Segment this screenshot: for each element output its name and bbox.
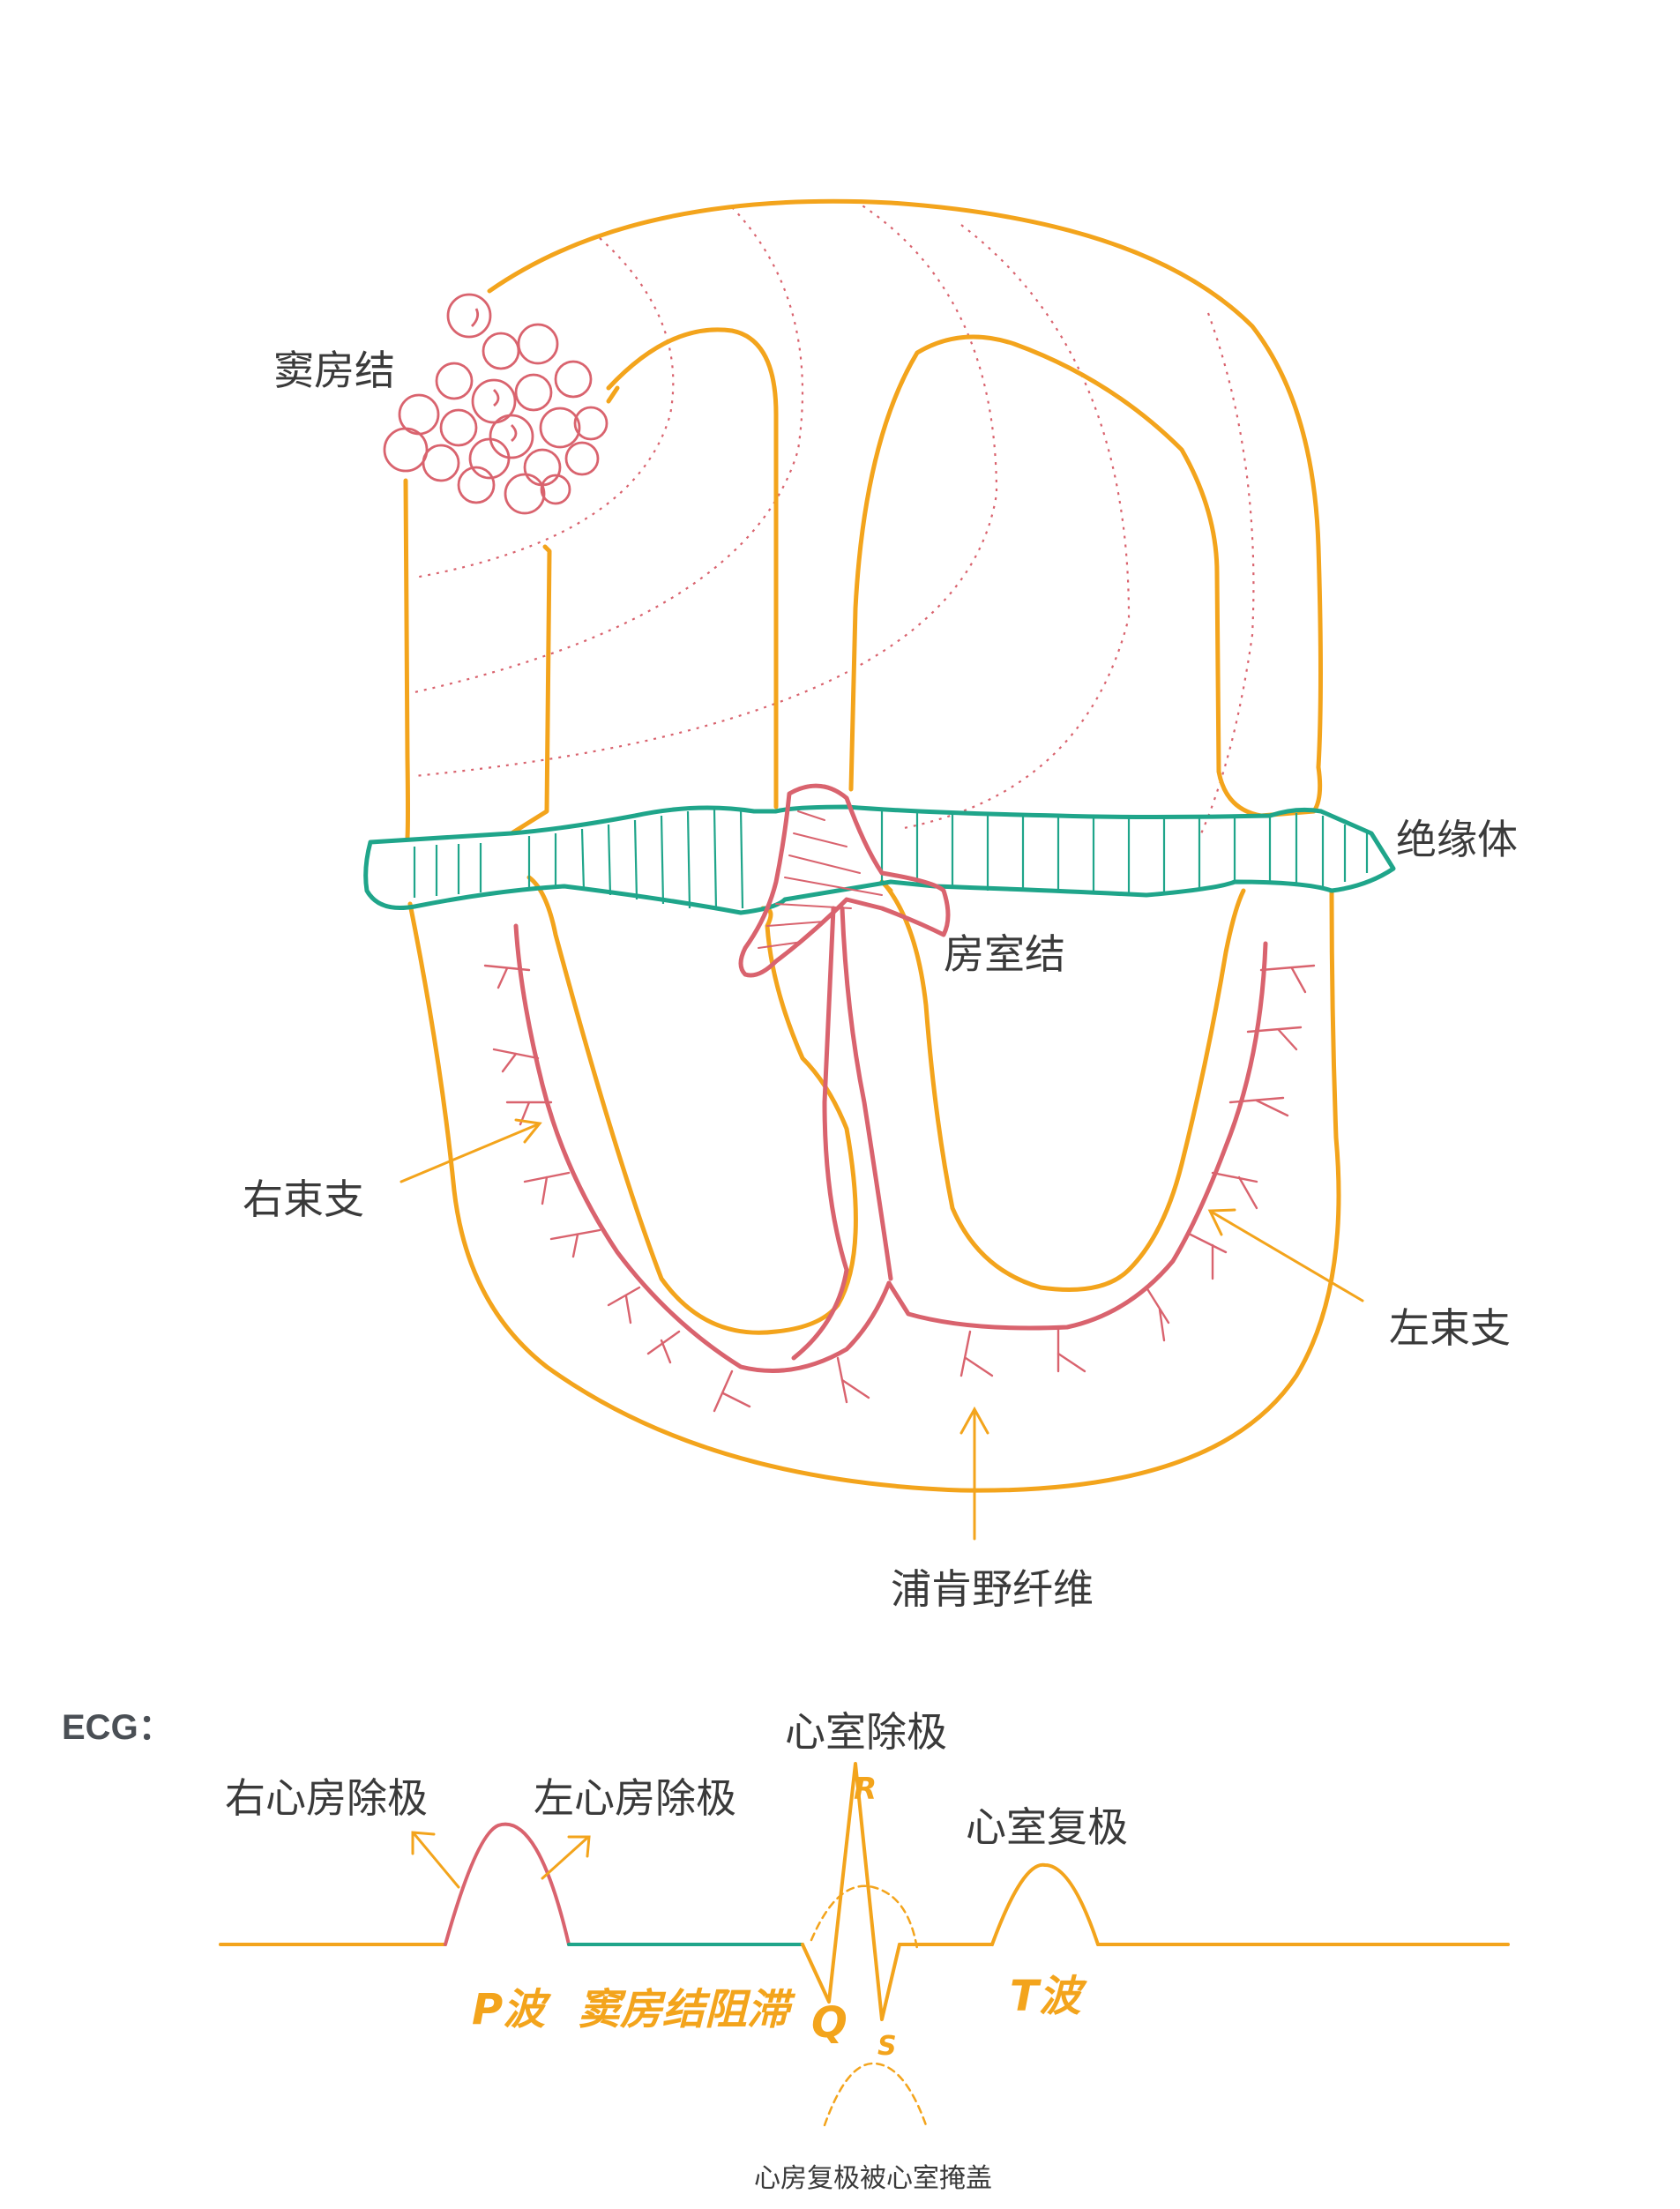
depolarization-wavefronts [414, 200, 1255, 839]
ecg-t-wave [990, 1862, 1100, 1946]
purkinje-fibers [483, 964, 1316, 1413]
right-atrium-inner-wall [509, 544, 552, 836]
ecg-atrial-repol-note: 心房复极被心室掩盖 [754, 2163, 992, 2194]
ecg-p-wave-label: P波 [472, 1985, 552, 2034]
label-av-node: 房室结 [944, 930, 1065, 978]
av-node-icon [738, 783, 951, 978]
ecg-p-wave [444, 1822, 571, 1946]
arrow-icon [399, 1123, 540, 1183]
ecg-right-atrial-depol: 右心房除极 [225, 1774, 428, 1822]
ventricle-outer-wall [407, 888, 1341, 1493]
right-bundle-branch [513, 923, 892, 1373]
ecg-section: ECG： 右心房除极 左心房除极 心室除极 心室复极 P波 窦房结阻滞 Q R … [62, 1708, 1510, 2194]
label-right-bundle: 右束支 [243, 1175, 364, 1223]
ecg-av-delay-label: 窦房结阻滞 [578, 1985, 796, 2034]
arrow-icon [413, 1832, 460, 1889]
atrial-outer-wall [403, 478, 410, 840]
left-atrium-inner-wall [848, 334, 1323, 818]
left-bundle-branch [886, 941, 1268, 1331]
ecg-left-atrial-depol: 左心房除极 [534, 1774, 736, 1822]
ecg-atrial-repol-hidden [810, 1884, 919, 1951]
arrow-icon [541, 1837, 588, 1880]
diagram-labels: 窦房结 绝缘体 房室结 右束支 左束支 浦肯野纤维 [243, 347, 1518, 1613]
his-bundle [840, 906, 893, 1281]
left-ventricle-inner-wall [884, 884, 1246, 1292]
pointer-arrows [399, 1118, 1364, 1541]
ecg-s-label: S [877, 2031, 897, 2062]
ecg-t-wave-label: T波 [1010, 1972, 1088, 2021]
conduction-system [483, 783, 1316, 1413]
insulator [363, 804, 1396, 915]
insulator-outline [363, 804, 1396, 915]
ecg-ventricular-depol: 心室除极 [785, 1708, 947, 1756]
sa-node-cluster-icon [383, 293, 609, 515]
label-purkinje: 浦肯野纤维 [891, 1565, 1094, 1613]
ecg-title: ECG： [62, 1708, 174, 1747]
insulator-hatching [413, 809, 1369, 911]
ecg-r-label: R [854, 1772, 877, 1807]
ecg-qrs-complex [801, 1762, 901, 2021]
ecg-arrows [411, 1831, 591, 1889]
heart-muscle-walls [403, 198, 1341, 1493]
ecg-trace [219, 1762, 1510, 2127]
ecg-q-label: Q [811, 1998, 847, 2048]
ecg-ventricular-repol: 心室复极 [966, 1803, 1128, 1851]
label-left-bundle: 左束支 [1389, 1304, 1511, 1352]
av-node-hatching [758, 810, 883, 949]
label-insulator: 绝缘体 [1396, 816, 1518, 863]
label-sa-node: 窦房结 [273, 347, 395, 394]
right-ventricle-inner-wall [526, 875, 858, 1335]
arrow-icon [1211, 1211, 1364, 1302]
ecg-atrial-repol-below [823, 2062, 928, 2127]
